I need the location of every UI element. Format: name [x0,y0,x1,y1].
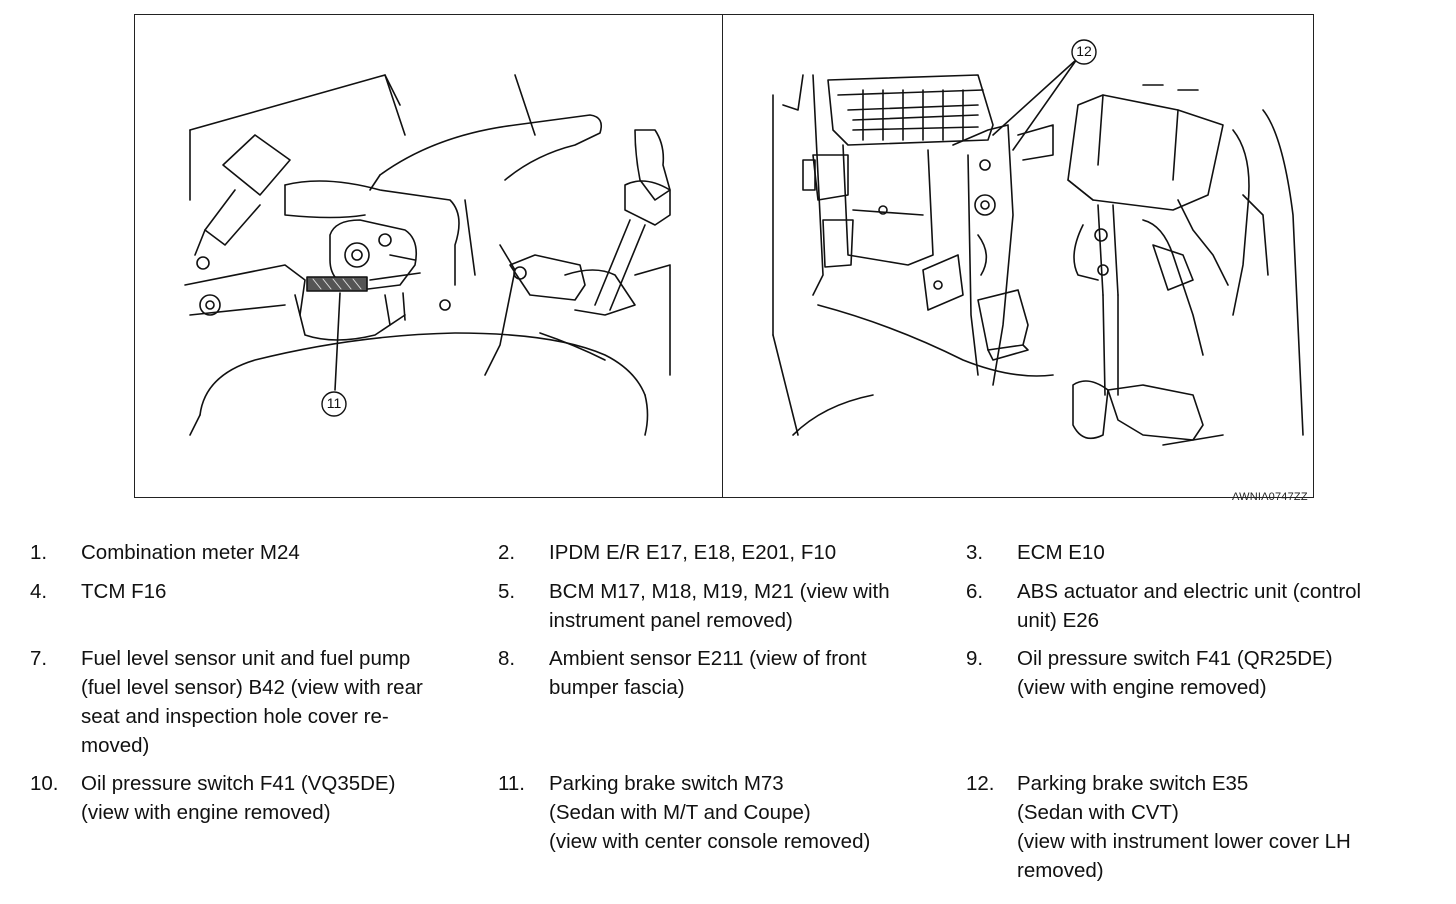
right-illustration [723,15,1313,497]
legend-text: Oil pressure switch F41 (QR25DE) (view w… [1017,647,1333,699]
callout-11: 11 [320,390,348,418]
image-code: AWNIA0747ZZ [1232,491,1308,503]
legend-number: 11. [498,772,525,795]
legend-number: 6. [966,580,984,603]
legend-number: 2. [498,541,516,564]
legend-number: 8. [498,647,516,670]
legend-number: 7. [30,647,48,670]
legend-number: 10. [30,772,59,795]
legend-number: 12. [966,772,995,795]
legend-number: 3. [966,541,984,564]
callout-11-label: 11 [326,395,342,411]
legend-text: Parking brake switch E35 (Sedan with CVT… [1017,772,1351,882]
legend-number: 1. [30,541,48,564]
legend-number: 5. [498,580,516,603]
legend-text: Combination meter M24 [81,541,300,564]
legend-number: 4. [30,580,48,603]
legend-text: ECM E10 [1017,541,1105,564]
legend-text: Fuel level sensor unit and fuel pump (fu… [81,647,423,757]
legend-text: Parking brake switch M73 (Sedan with M/T… [549,772,871,853]
legend-number: 9. [966,647,984,670]
callout-12-label: 12 [1076,43,1092,59]
callout-12: 12 [1070,38,1098,66]
legend-text: BCM M17, M18, M19, M21 (view with instru… [549,580,890,632]
left-illustration [135,15,721,497]
legend-text: Ambient sensor E211 (view of front bumpe… [549,647,867,699]
panel-divider [722,14,723,498]
legend-text: Oil pressure switch F41 (VQ35DE) (view w… [81,772,396,824]
legend-text: TCM F16 [81,580,167,603]
legend-text: IPDM E/R E17, E18, E201, F10 [549,541,837,564]
legend-text: ABS actuator and electric unit (control … [1017,580,1362,632]
